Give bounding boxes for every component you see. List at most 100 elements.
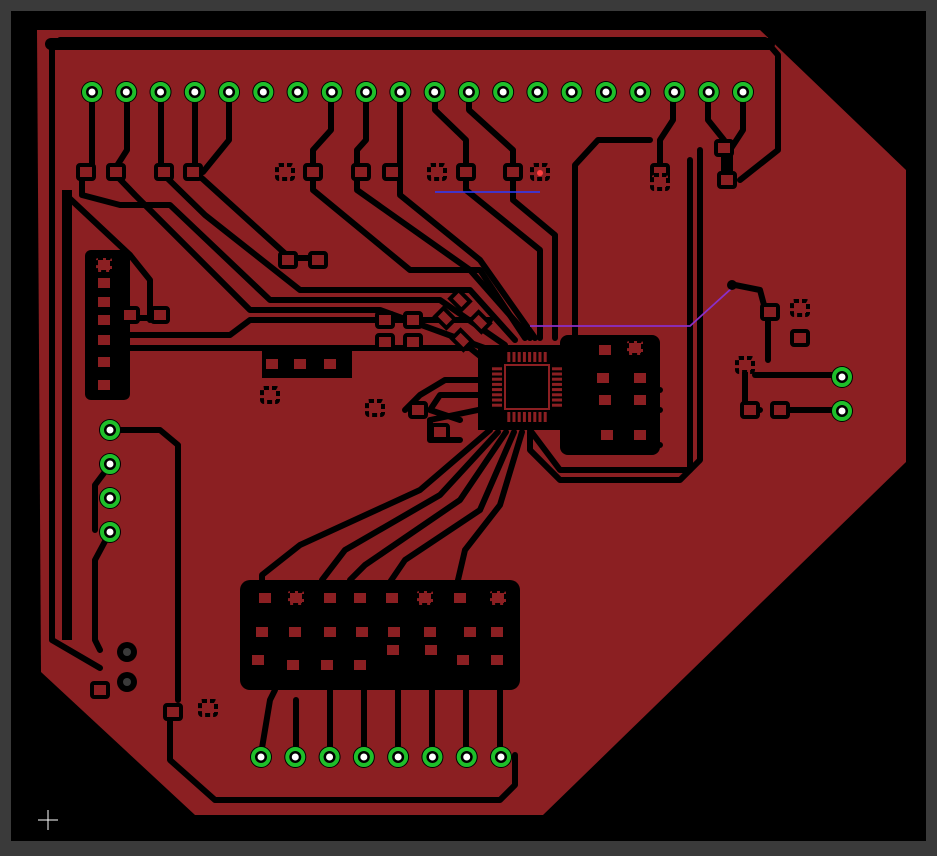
- header-right-pin[interactable]: [831, 366, 853, 388]
- smd-pad[interactable]: [453, 651, 473, 669]
- smd-pad[interactable]: [790, 299, 810, 317]
- smd-pad[interactable]: [252, 623, 272, 641]
- header-left-pin[interactable]: [99, 487, 121, 509]
- smd-pad[interactable]: [94, 293, 114, 311]
- header-bottom-pin[interactable]: [490, 746, 512, 768]
- smd-pad[interactable]: [384, 623, 404, 641]
- smd-pad[interactable]: [283, 656, 303, 674]
- smd-pad[interactable]: [625, 339, 645, 357]
- smd-pad[interactable]: [94, 274, 114, 292]
- smd-pad[interactable]: [630, 391, 650, 409]
- smd-pad[interactable]: [595, 391, 615, 409]
- header-top-pin[interactable]: [526, 81, 549, 103]
- smd-pad[interactable]: [382, 589, 402, 607]
- smd-pad[interactable]: [278, 251, 298, 269]
- smd-pad[interactable]: [285, 623, 305, 641]
- header-left-pin[interactable]: [99, 521, 121, 543]
- header-bottom-pin[interactable]: [250, 746, 272, 768]
- smd-pad[interactable]: [365, 399, 385, 417]
- smd-pad[interactable]: [163, 703, 183, 721]
- smd-pad[interactable]: [408, 401, 428, 419]
- header-bottom-pin[interactable]: [318, 746, 341, 768]
- smd-pad[interactable]: [262, 355, 282, 373]
- smd-pad[interactable]: [456, 163, 476, 181]
- header-bottom-pin[interactable]: [387, 746, 410, 768]
- smd-pad[interactable]: [717, 171, 737, 189]
- smd-pad[interactable]: [488, 589, 508, 607]
- smd-pad[interactable]: [375, 311, 395, 329]
- header-top-pin[interactable]: [183, 81, 206, 103]
- smd-pad[interactable]: [650, 173, 670, 191]
- smd-pad[interactable]: [106, 163, 126, 181]
- header-top-pin[interactable]: [355, 81, 378, 103]
- header-top-pin[interactable]: [457, 81, 480, 103]
- smd-pad[interactable]: [403, 333, 423, 351]
- smd-pad[interactable]: [94, 353, 114, 371]
- header-top-pin[interactable]: [389, 81, 412, 103]
- smd-pad[interactable]: [94, 256, 114, 274]
- smd-pad[interactable]: [350, 589, 370, 607]
- smd-pad[interactable]: [427, 163, 447, 181]
- smd-pad[interactable]: [320, 355, 340, 373]
- header-top-pin[interactable]: [732, 81, 754, 103]
- header-bottom-pin[interactable]: [284, 746, 307, 768]
- header-top-pin[interactable]: [423, 81, 446, 103]
- smd-pad[interactable]: [487, 651, 507, 669]
- smd-pad[interactable]: [320, 623, 340, 641]
- header-top-pin[interactable]: [594, 81, 617, 103]
- smd-pad[interactable]: [487, 623, 507, 641]
- header-left-pin[interactable]: [99, 453, 121, 475]
- smd-pad[interactable]: [303, 163, 323, 181]
- header-top-pin[interactable]: [492, 81, 515, 103]
- smd-pad[interactable]: [403, 311, 423, 329]
- smd-pad[interactable]: [198, 699, 218, 717]
- smd-pad[interactable]: [320, 589, 340, 607]
- smd-pad[interactable]: [503, 163, 523, 181]
- smd-pad[interactable]: [183, 163, 203, 181]
- header-bottom-pin[interactable]: [352, 746, 375, 768]
- smd-pad[interactable]: [420, 623, 440, 641]
- header-bottom-pin[interactable]: [455, 746, 478, 768]
- header-top-pin[interactable]: [149, 81, 172, 103]
- smd-pad[interactable]: [460, 623, 480, 641]
- header-top-pin[interactable]: [81, 81, 103, 103]
- smd-pad[interactable]: [450, 589, 470, 607]
- smd-pad[interactable]: [76, 163, 96, 181]
- smd-pad[interactable]: [383, 641, 403, 659]
- smd-pad[interactable]: [248, 651, 268, 669]
- smd-pad[interactable]: [630, 426, 650, 444]
- header-left-pin[interactable]: [99, 419, 121, 441]
- smd-pad[interactable]: [735, 356, 755, 374]
- header-bottom-pin[interactable]: [421, 746, 444, 768]
- smd-pad[interactable]: [595, 341, 615, 359]
- header-top-pin[interactable]: [697, 81, 720, 103]
- smd-pad[interactable]: [352, 623, 372, 641]
- smd-pad[interactable]: [90, 681, 110, 699]
- smd-pad[interactable]: [94, 331, 114, 349]
- smd-pad[interactable]: [740, 401, 760, 419]
- smd-pad[interactable]: [375, 333, 395, 351]
- smd-pad[interactable]: [290, 355, 310, 373]
- smd-pad[interactable]: [770, 401, 790, 419]
- smd-pad[interactable]: [308, 251, 328, 269]
- smd-pad[interactable]: [275, 163, 295, 181]
- smd-pad[interactable]: [154, 163, 174, 181]
- smd-pad[interactable]: [415, 589, 435, 607]
- smd-pad[interactable]: [790, 329, 810, 347]
- smd-pad[interactable]: [255, 589, 275, 607]
- smd-pad[interactable]: [260, 386, 280, 404]
- smd-pad[interactable]: [94, 311, 114, 329]
- smd-pad[interactable]: [714, 139, 734, 157]
- smd-pad[interactable]: [317, 656, 337, 674]
- header-top-pin[interactable]: [320, 81, 343, 103]
- smd-pad[interactable]: [593, 369, 613, 387]
- smd-pad[interactable]: [150, 306, 170, 324]
- smd-pad[interactable]: [430, 423, 450, 441]
- smd-pad[interactable]: [382, 163, 402, 181]
- smd-pad[interactable]: [351, 163, 371, 181]
- smd-pad[interactable]: [350, 656, 370, 674]
- smd-pad[interactable]: [120, 306, 140, 324]
- header-top-pin[interactable]: [115, 81, 138, 103]
- header-top-pin[interactable]: [252, 81, 275, 103]
